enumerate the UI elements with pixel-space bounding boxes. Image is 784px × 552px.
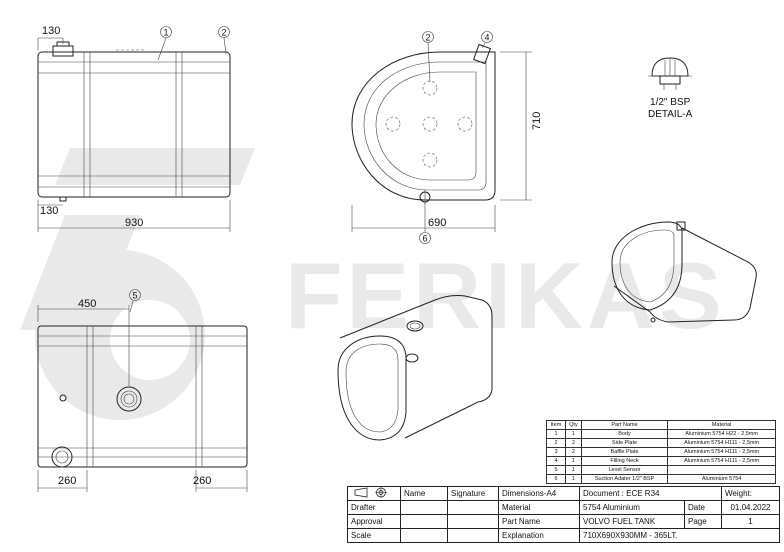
detail-a-label: 1/2" BSP DETAIL-A — [648, 97, 692, 121]
page-value: 1 — [721, 514, 780, 529]
bom-row: 4 1 Filling Neck Aluminium 5754 H111 - 2… — [546, 456, 776, 466]
bom-part: Level Sensor — [580, 465, 669, 475]
explanation-value: 710X690X930MM - 365LT. — [579, 528, 780, 543]
bom-material — [667, 465, 776, 475]
bom-part: Filling Neck — [580, 456, 669, 466]
bom-header-part: Part Name — [580, 420, 669, 430]
drafter-name — [400, 500, 448, 515]
bom-part: Side Plate — [580, 438, 669, 448]
bom-material: Aluminium 5754 H111 - 2,5mm — [667, 447, 776, 457]
bom-qty: 2 — [564, 438, 582, 448]
bom-row: 6 1 Suction Adater 1/2" BSP Aluminium 57… — [546, 474, 776, 484]
balloon-front-body-label: 1 — [164, 28, 169, 38]
scale-name — [400, 528, 448, 543]
plan-view — [37, 305, 248, 492]
title-block: Name Signature Dimensions-A4 Document : … — [347, 486, 780, 543]
bom-part: Baffle Plate — [580, 447, 669, 457]
bom-header-material: Material — [667, 420, 776, 430]
dim-front-bottom: 130 — [40, 205, 58, 217]
material-value: 5754 Aluminium — [579, 500, 685, 515]
approval-label: Approval — [347, 514, 401, 529]
part-name-value: VOLVO FUEL TANK — [579, 514, 685, 529]
detail-thread: 1/2" BSP — [650, 97, 691, 108]
bom-row: 2 2 Side Plate Aluminium 5754 H111 - 2,5… — [546, 438, 776, 448]
signature-header: Signature — [447, 486, 499, 501]
approval-signature — [447, 514, 499, 529]
balloon-side-adapter-label: 6 — [423, 234, 428, 244]
watermark-logo — [20, 148, 255, 420]
bom-qty: 1 — [564, 474, 582, 484]
bom-item: 4 — [546, 456, 566, 466]
bill-of-materials: Item Qty Part Name Material 1 1 Body Alu… — [546, 420, 776, 484]
scale-label: Scale — [347, 528, 401, 543]
balloon-side-baffle-label: 2 — [426, 33, 431, 43]
projection-symbol-cell — [347, 486, 401, 501]
bom-qty: 1 — [564, 465, 582, 475]
bom-material: Aluminium 5754 H111 - 2,5mm — [667, 438, 776, 448]
drafter-label: Drafter — [347, 500, 401, 515]
dim-side-height: 710 — [531, 112, 543, 130]
isometric-view-end — [611, 221, 757, 323]
dim-front-length: 930 — [125, 217, 143, 229]
detail-a-fitting — [648, 57, 692, 90]
page-label: Page — [684, 514, 722, 529]
bom-material: Aluminium 5754 — [667, 474, 776, 484]
balloon-side-baffle — [422, 31, 434, 83]
explanation-label: Explanation — [498, 528, 580, 543]
bom-material: Aluminium 5754 H22 - 2,5mm — [667, 429, 776, 439]
dimensions-format: Dimensions-A4 — [498, 486, 580, 501]
bom-qty: 2 — [564, 447, 582, 457]
date-value: 01.04.2022 — [721, 500, 780, 515]
bom-row: 3 2 Baffle Plate Aluminium 5754 H111 - 2… — [546, 447, 776, 457]
document-code: Document : ECE R34 — [579, 486, 722, 501]
weight-label: Weight: — [721, 486, 780, 501]
balloon-plan-sensor-label: 5 — [133, 291, 138, 301]
balloon-side-neck — [481, 31, 493, 49]
bom-header-item: Item — [546, 420, 566, 430]
bom-item: 1 — [546, 429, 566, 439]
bom-row: 1 1 Body Aluminium 5754 H22 - 2,5mm — [546, 429, 776, 439]
bom-item: 5 — [546, 465, 566, 475]
name-header: Name — [400, 486, 448, 501]
part-name-label: Part Name — [498, 514, 580, 529]
dim-front-neck: 130 — [42, 25, 60, 37]
front-view — [37, 37, 231, 232]
watermark-text: FERIKAS — [285, 243, 726, 348]
approval-name — [400, 514, 448, 529]
bom-qty: 1 — [564, 456, 582, 466]
bom-header-qty: Qty — [564, 420, 582, 430]
side-view — [351, 43, 532, 232]
bom-item: 2 — [546, 438, 566, 448]
bom-header-row: Item Qty Part Name Material — [546, 420, 776, 430]
dim-plan-sensor: 450 — [78, 298, 96, 310]
balloon-front-body — [157, 26, 172, 61]
bom-qty: 1 — [564, 429, 582, 439]
detail-name: DETAIL-A — [648, 109, 693, 120]
projection-symbol-icon — [354, 487, 387, 498]
balloon-plan-sensor — [129, 289, 141, 313]
dim-plan-left: 260 — [58, 475, 76, 487]
balloon-side-adapter — [419, 203, 431, 244]
scale-signature — [447, 528, 499, 543]
material-label: Material — [498, 500, 580, 515]
drafter-signature — [447, 500, 499, 515]
bom-item: 6 — [546, 474, 566, 484]
bom-material: Aluminium 5754 H111 - 2,5mm — [667, 456, 776, 466]
isometric-view-main — [337, 295, 493, 441]
bom-row: 5 1 Level Sensor — [546, 465, 776, 475]
balloon-front-side-plate — [218, 26, 230, 55]
balloon-side-neck-label: 4 — [485, 33, 490, 43]
date-label: Date — [684, 500, 722, 515]
dim-side-width: 690 — [428, 217, 446, 229]
balloon-front-side-plate-label: 2 — [222, 28, 227, 38]
bom-part: Suction Adater 1/2" BSP — [580, 474, 669, 484]
bom-item: 3 — [546, 447, 566, 457]
dim-plan-right: 260 — [193, 475, 211, 487]
bom-part: Body — [580, 429, 669, 439]
